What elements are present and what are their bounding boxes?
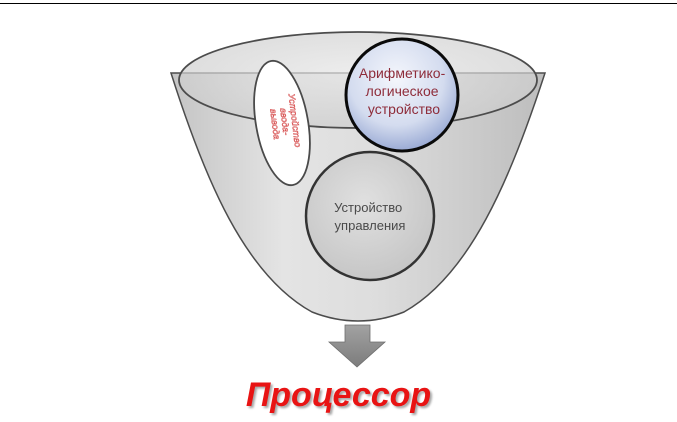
processor-caption: Процессор [245, 376, 432, 414]
alu-line-1: Арифметико- [359, 65, 446, 81]
control-unit-line-1: Устройство [334, 200, 402, 215]
top-rule [0, 3, 677, 4]
control-unit-label: Устройство управления [334, 200, 406, 233]
alu-line-2: логическое [366, 83, 439, 99]
alu-line-3: устройство [368, 101, 440, 117]
control-unit-line-2: управления [335, 218, 406, 233]
io-unit-ellipse [253, 59, 311, 187]
io-unit-group [253, 59, 311, 187]
io-unit-line-3: вывода [268, 108, 282, 140]
io-unit-label: Устройство ввода- вывода [267, 92, 304, 153]
io-unit-line-2: ввода- [278, 108, 291, 136]
alu-label: Арифметико- логическое устройство [359, 65, 449, 117]
io-unit-label-group: Устройство ввода- вывода [267, 92, 304, 153]
down-arrow-icon [327, 324, 387, 368]
control-unit-circle [304, 150, 436, 282]
alu-circle [344, 37, 460, 153]
